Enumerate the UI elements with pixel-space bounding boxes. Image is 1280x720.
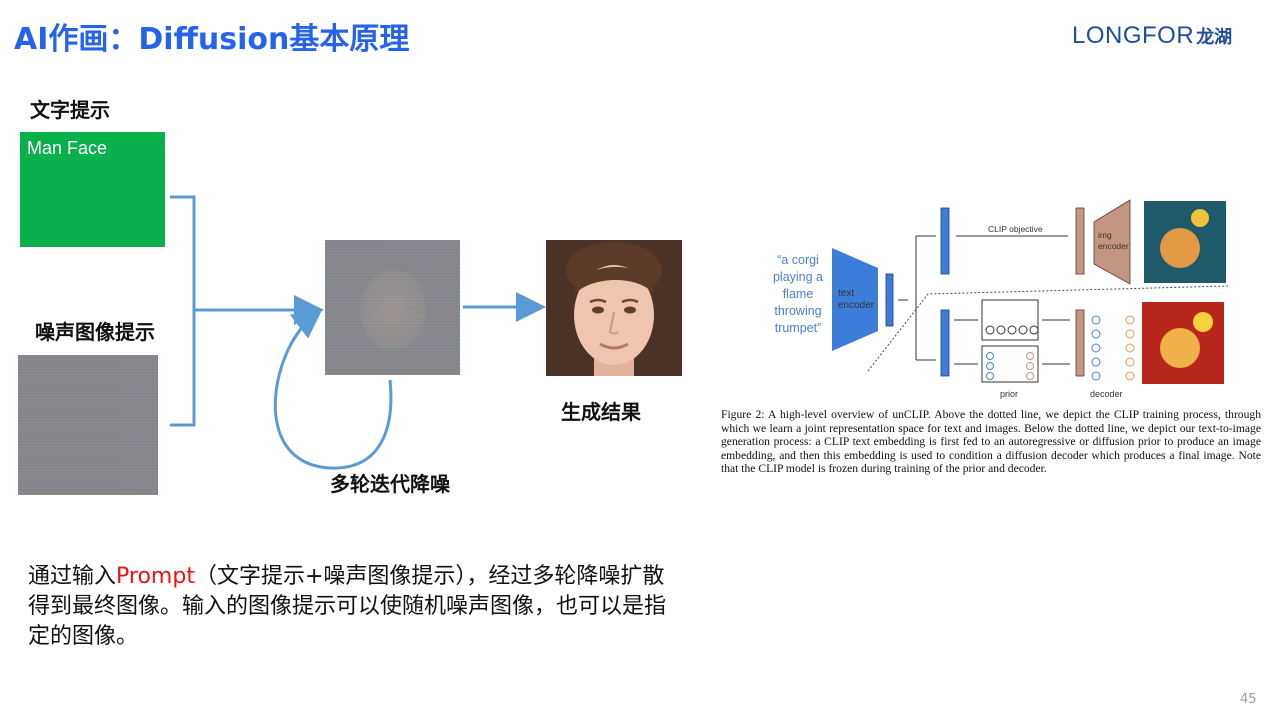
svg-text:playing a: playing a (773, 270, 823, 284)
svg-text:trumpet”: trumpet” (775, 321, 822, 335)
emerging-face (360, 270, 426, 350)
svg-text:img: img (1098, 230, 1112, 240)
decoder-embedding (1075, 309, 1085, 377)
svg-text:decoder: decoder (1090, 389, 1123, 399)
page-number: 45 (1240, 692, 1257, 707)
logo-brand: LONGFOR (1072, 22, 1195, 49)
face-illustration (546, 240, 682, 376)
unclip-diagram: “a corgi playing a flame throwing trumpe… (773, 199, 1228, 399)
explanation-note: 通过输入Prompt（文字提示+噪声图像提示），经过多轮降噪扩散得到最终图像。输… (28, 562, 668, 652)
note-part2: （文字提示+噪声图像提示），经过多轮降噪扩散得到最终图像。输入的图像提示可以使随… (28, 564, 667, 649)
svg-text:encoder: encoder (838, 300, 875, 311)
svg-text:prior: prior (1000, 389, 1018, 399)
iteration-loop-arrow (273, 308, 393, 470)
noise-input-image (18, 355, 158, 495)
img-embedding (1075, 207, 1085, 275)
svg-text:“a corgi: “a corgi (777, 253, 819, 267)
merge-bracket (170, 195, 196, 427)
svg-text:text: text (838, 288, 854, 299)
note-prompt-word: Prompt (116, 564, 195, 589)
iteration-label: 多轮迭代降噪 (330, 472, 450, 496)
prior-text-embedding (940, 309, 950, 377)
noise-prompt-label: 噪声图像提示 (35, 320, 155, 344)
dotted-divider (867, 285, 1228, 372)
slide-title: AI作画：Diffusion基本原理 (14, 22, 410, 57)
clip-text-embedding (940, 207, 950, 275)
figure-caption: Figure 2: A high-level overview of unCLI… (721, 408, 1261, 476)
text-prompt-value: Man Face (27, 138, 108, 158)
denoising-image (325, 240, 460, 375)
prior-box-bottom (981, 345, 1039, 383)
logo-brand-cn: 龙湖 (1196, 27, 1233, 48)
text-prompt-box: Man Face (20, 132, 165, 247)
quote-text: “a corgi playing a flame throwing trumpe… (773, 253, 823, 335)
text-encoder-block (832, 248, 878, 351)
generated-face-image (546, 240, 682, 376)
branch-lines (898, 235, 936, 361)
img-encoder-block (1093, 199, 1131, 285)
svg-text:flame: flame (783, 287, 814, 301)
svg-text:encoder: encoder (1098, 241, 1129, 251)
text-prompt-label: 文字提示 (30, 98, 110, 122)
note-part1: 通过输入 (28, 564, 117, 589)
svg-text:throwing: throwing (774, 304, 821, 318)
svg-text:CLIP objective: CLIP objective (988, 224, 1043, 234)
result-label: 生成结果 (561, 400, 641, 424)
text-embedding (885, 273, 894, 327)
